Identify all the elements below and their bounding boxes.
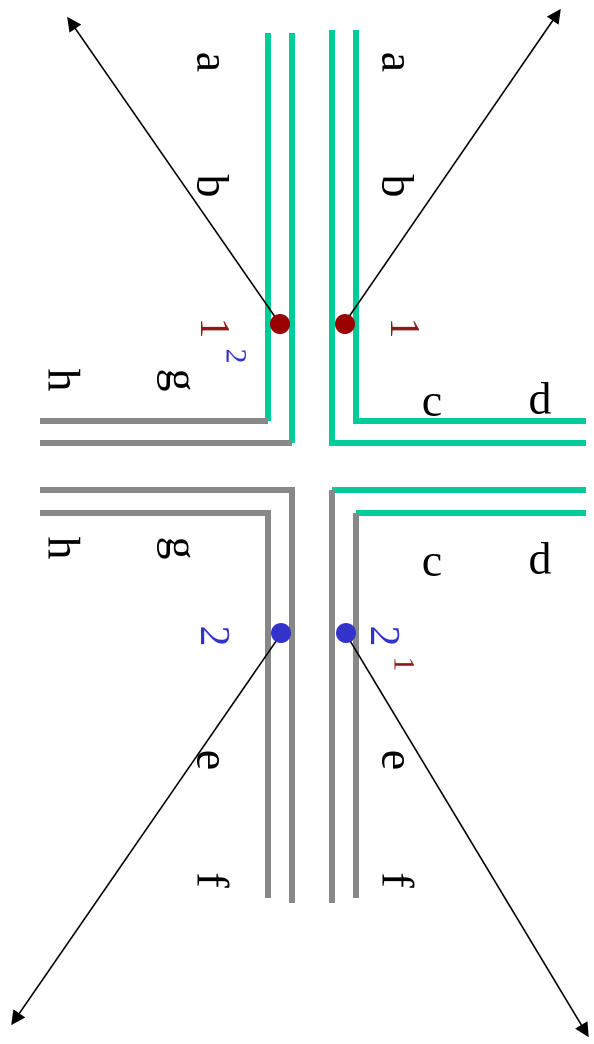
red-dot-left [270,314,290,334]
marker-lower-right-sup: 1 [388,657,421,672]
label-upper-left-a: a [188,52,239,72]
lower-left-strand [40,487,295,903]
upper-right-strand [329,30,586,446]
marker-upper-left-num: 1 [191,318,237,339]
arrow-lower-right [345,633,589,1038]
lower-right-strand [329,487,586,903]
arrow-lower-left [11,633,282,1026]
label-lower-right-e: e [373,750,424,770]
label-upper-right-b: b [373,175,424,198]
label-upper-right-a: a [373,52,424,72]
label-lower-right-c: c [422,535,442,586]
label-lower-left-g: g [157,537,208,560]
marker-upper-right-num: 1 [381,318,427,339]
label-upper-right-d: d [529,373,552,424]
label-upper-left-h: h [39,369,90,392]
label-upper-left-b: b [188,175,239,198]
label-upper-left-g: g [157,369,208,392]
arrow-upper-left [67,16,281,325]
label-lower-left-h: h [39,537,90,560]
arrow-upper-right [343,8,561,325]
label-lower-right-f: f [373,872,424,888]
blue-dot-right [336,623,356,643]
upper-left-strand [40,33,295,446]
marker-lower-right-num: 2 [361,626,407,647]
blue-dot-left [271,623,291,643]
marker-upper-left-sup: 2 [220,349,253,364]
marker-lower-left-num: 2 [191,626,237,647]
label-lower-left-f: f [188,872,239,888]
label-lower-left-e: e [188,750,239,770]
label-lower-right-d: d [529,533,552,584]
red-dot-right [335,314,355,334]
label-upper-right-c: c [422,375,442,426]
